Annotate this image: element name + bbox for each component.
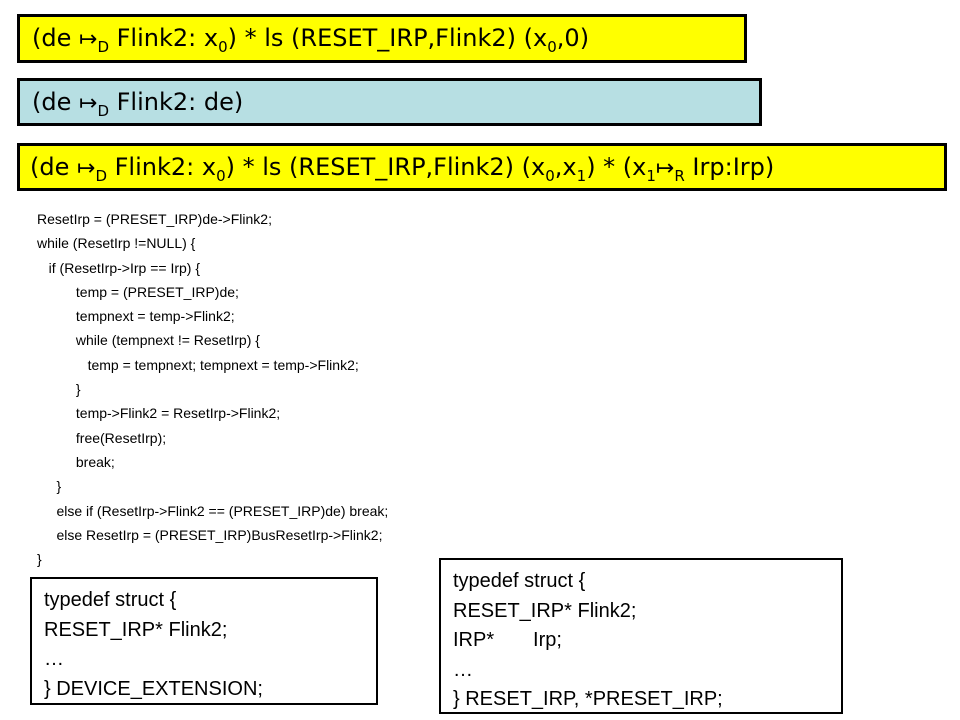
struct-device-extension: typedef struct { RESET_IRP* Flink2; … } … [30,577,378,705]
code-line: free(ResetIrp); [37,429,167,446]
code-line: ResetIrp = (PRESET_IRP)de->Flink2; [37,211,272,227]
struct-line: RESET_IRP* Flink2; [44,618,228,641]
code-line: break; [37,453,115,470]
struct-line: typedef struct { [453,570,586,592]
struct-line: typedef struct { [44,589,177,611]
struct-reset-irp: typedef struct { RESET_IRP* Flink2; IRP*… [439,558,843,714]
code-line: tempnext = temp->Flink2; [37,308,235,325]
code-line: else ResetIrp = (PRESET_IRP)BusResetIrp-… [37,526,383,543]
code-line: } [37,478,62,495]
formula-box-self-loop: (de ↦D Flink2: de) [17,78,762,126]
code-listing: ResetIrp = (PRESET_IRP)de->Flink2; while… [37,207,597,571]
code-line: } [37,381,81,398]
struct-line: RESET_IRP* Flink2; [453,599,637,622]
formula-box-loop-invariant: (de ↦D Flink2: x0) * ls (RESET_IRP,Flink… [17,143,947,191]
code-line: temp->Flink2 = ResetIrp->Flink2; [37,405,281,422]
code-line: while (tempnext != ResetIrp) { [37,332,260,349]
code-line: } [37,551,42,568]
struct-line: } RESET_IRP, *PRESET_IRP; [453,688,723,710]
formula-box-initial: (de ↦D Flink2: x0) * ls (RESET_IRP,Flink… [17,14,747,63]
code-line: else if (ResetIrp->Flink2 == (PRESET_IRP… [37,502,389,519]
struct-line: … [453,658,473,681]
formula-text: (de ↦D Flink2: x0) * ls (RESET_IRP,Flink… [30,152,775,185]
formula-text: (de ↦D Flink2: de) [32,87,244,120]
struct-line: } DEVICE_EXTENSION; [44,677,263,700]
struct-line: … [44,648,64,670]
code-line: while (ResetIrp !=NULL) { [37,235,196,252]
code-line: temp = (PRESET_IRP)de; [37,283,239,300]
formula-text: (de ↦D Flink2: x0) * ls (RESET_IRP,Flink… [32,24,590,56]
code-line: temp = tempnext; tempnext = temp->Flink2… [37,356,359,373]
struct-line: IRP* Irp; [453,629,562,651]
code-line: if (ResetIrp->Irp == Irp) { [37,259,201,276]
